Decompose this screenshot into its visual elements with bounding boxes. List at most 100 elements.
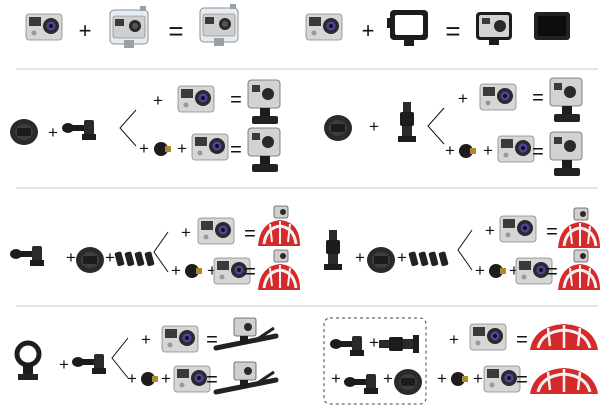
handlebar-with-camera-image	[216, 362, 276, 392]
thumb-screw-image	[154, 142, 171, 156]
thumb-screw-image	[185, 264, 202, 278]
plus-sign: +	[127, 369, 137, 388]
adhesive-base-image	[394, 369, 422, 395]
row-helmet-mount-left: + + + = + + =	[10, 204, 302, 292]
row-adhesive-mount-right: + + = + + =	[324, 77, 583, 177]
plus-sign: +	[139, 139, 149, 158]
plus-sign: +	[369, 117, 379, 136]
plus-sign: +	[331, 369, 341, 388]
plus-sign: +	[59, 355, 69, 374]
j-hook-mount-image	[10, 246, 44, 266]
helmet-with-camera-image	[256, 204, 302, 248]
equals-sign: =	[230, 89, 242, 111]
helmet-with-camera-image	[256, 248, 302, 292]
branch-bracket	[457, 229, 473, 271]
j-hook-mount-image	[72, 354, 106, 374]
camera-image	[499, 215, 537, 243]
equals-sign: =	[532, 141, 544, 163]
camera-image	[479, 83, 517, 111]
equals-sign: =	[546, 221, 558, 243]
adhesive-pads-image	[408, 251, 449, 267]
j-hook-mount-image	[344, 374, 378, 394]
camera-image	[197, 217, 235, 245]
equals-sign: =	[206, 369, 218, 391]
assembled-camera-image	[549, 77, 583, 123]
plus-sign: +	[79, 18, 92, 43]
camera-image	[177, 85, 215, 113]
branch-bracket	[427, 107, 445, 145]
plus-sign: +	[383, 369, 393, 388]
row-handlebar-mount: + + = + + =	[17, 318, 276, 392]
plus-sign: +	[362, 18, 375, 43]
equals-sign: =	[546, 261, 558, 283]
camera-image	[497, 135, 535, 163]
handlebar-with-camera-image	[216, 318, 276, 348]
callout-box	[323, 317, 427, 405]
plus-sign: +	[509, 261, 519, 280]
equals-sign: =	[168, 16, 183, 46]
assembled-camera-image	[549, 131, 583, 177]
plus-sign: +	[449, 330, 459, 349]
equals-sign: =	[206, 329, 218, 351]
equals-sign: =	[445, 16, 460, 46]
plus-sign: +	[355, 248, 365, 267]
adhesive-base-image	[324, 115, 352, 141]
camera-image	[191, 133, 229, 161]
camera-image	[305, 13, 343, 41]
plus-sign: +	[161, 369, 171, 388]
equals-sign: =	[230, 139, 242, 161]
plus-sign: +	[48, 123, 58, 142]
helmet-base-image	[76, 247, 104, 273]
plus-sign: +	[141, 330, 151, 349]
plus-sign: +	[177, 139, 187, 158]
vertical-extension-image	[324, 230, 342, 270]
helmet-with-camera-image	[528, 366, 600, 396]
waterproof-housing-image	[109, 5, 149, 49]
equals-sign: =	[244, 261, 256, 283]
plus-sign: +	[207, 261, 217, 280]
plus-sign: +	[437, 369, 447, 388]
row-adhesive-mount-left: + + = + + =	[10, 79, 281, 173]
plus-sign: +	[181, 223, 191, 242]
thumb-screw-image	[141, 372, 158, 386]
equals-sign: =	[516, 329, 528, 351]
branch-bracket	[111, 337, 129, 379]
plus-sign: +	[105, 248, 115, 267]
camera-image	[25, 13, 63, 41]
camera-image	[469, 323, 507, 351]
plus-sign: +	[369, 333, 379, 352]
adhesive-base-image	[10, 119, 38, 145]
plus-sign: +	[445, 141, 455, 160]
extension-arm-image	[379, 335, 419, 353]
frame-mount-image	[387, 10, 428, 46]
plus-sign: +	[475, 261, 485, 280]
plus-sign: +	[485, 221, 495, 240]
camera-image	[483, 365, 521, 393]
adhesive-pads-image	[114, 251, 155, 267]
helmet-base-image	[367, 247, 395, 273]
camera-back-image	[534, 12, 570, 40]
assembled-camera-image	[247, 79, 281, 125]
equals-sign: =	[516, 369, 528, 391]
plus-sign: +	[483, 141, 493, 160]
plus-sign: +	[171, 261, 181, 280]
row-helmet-mount-right: + + + = + + =	[324, 206, 602, 292]
helmet-with-camera-image	[556, 248, 602, 292]
row-accessory-callout: + + + + = + + =	[323, 317, 600, 405]
j-hook-mount-image	[330, 336, 364, 356]
plus-sign: +	[397, 248, 407, 267]
camera-in-frame-image	[476, 12, 512, 45]
plus-sign: +	[473, 369, 483, 388]
thumb-screw-image	[489, 264, 506, 278]
equals-sign: =	[244, 223, 256, 245]
plus-sign: +	[153, 91, 163, 110]
helmet-with-camera-image	[528, 322, 600, 352]
thumb-screw-image	[451, 372, 468, 386]
plus-sign: +	[458, 89, 468, 108]
branch-bracket	[119, 109, 137, 147]
helmet-with-camera-image	[556, 206, 602, 250]
equals-sign: =	[532, 87, 544, 109]
row-frame: + =	[305, 10, 570, 46]
camera-in-housing-image	[199, 3, 239, 47]
